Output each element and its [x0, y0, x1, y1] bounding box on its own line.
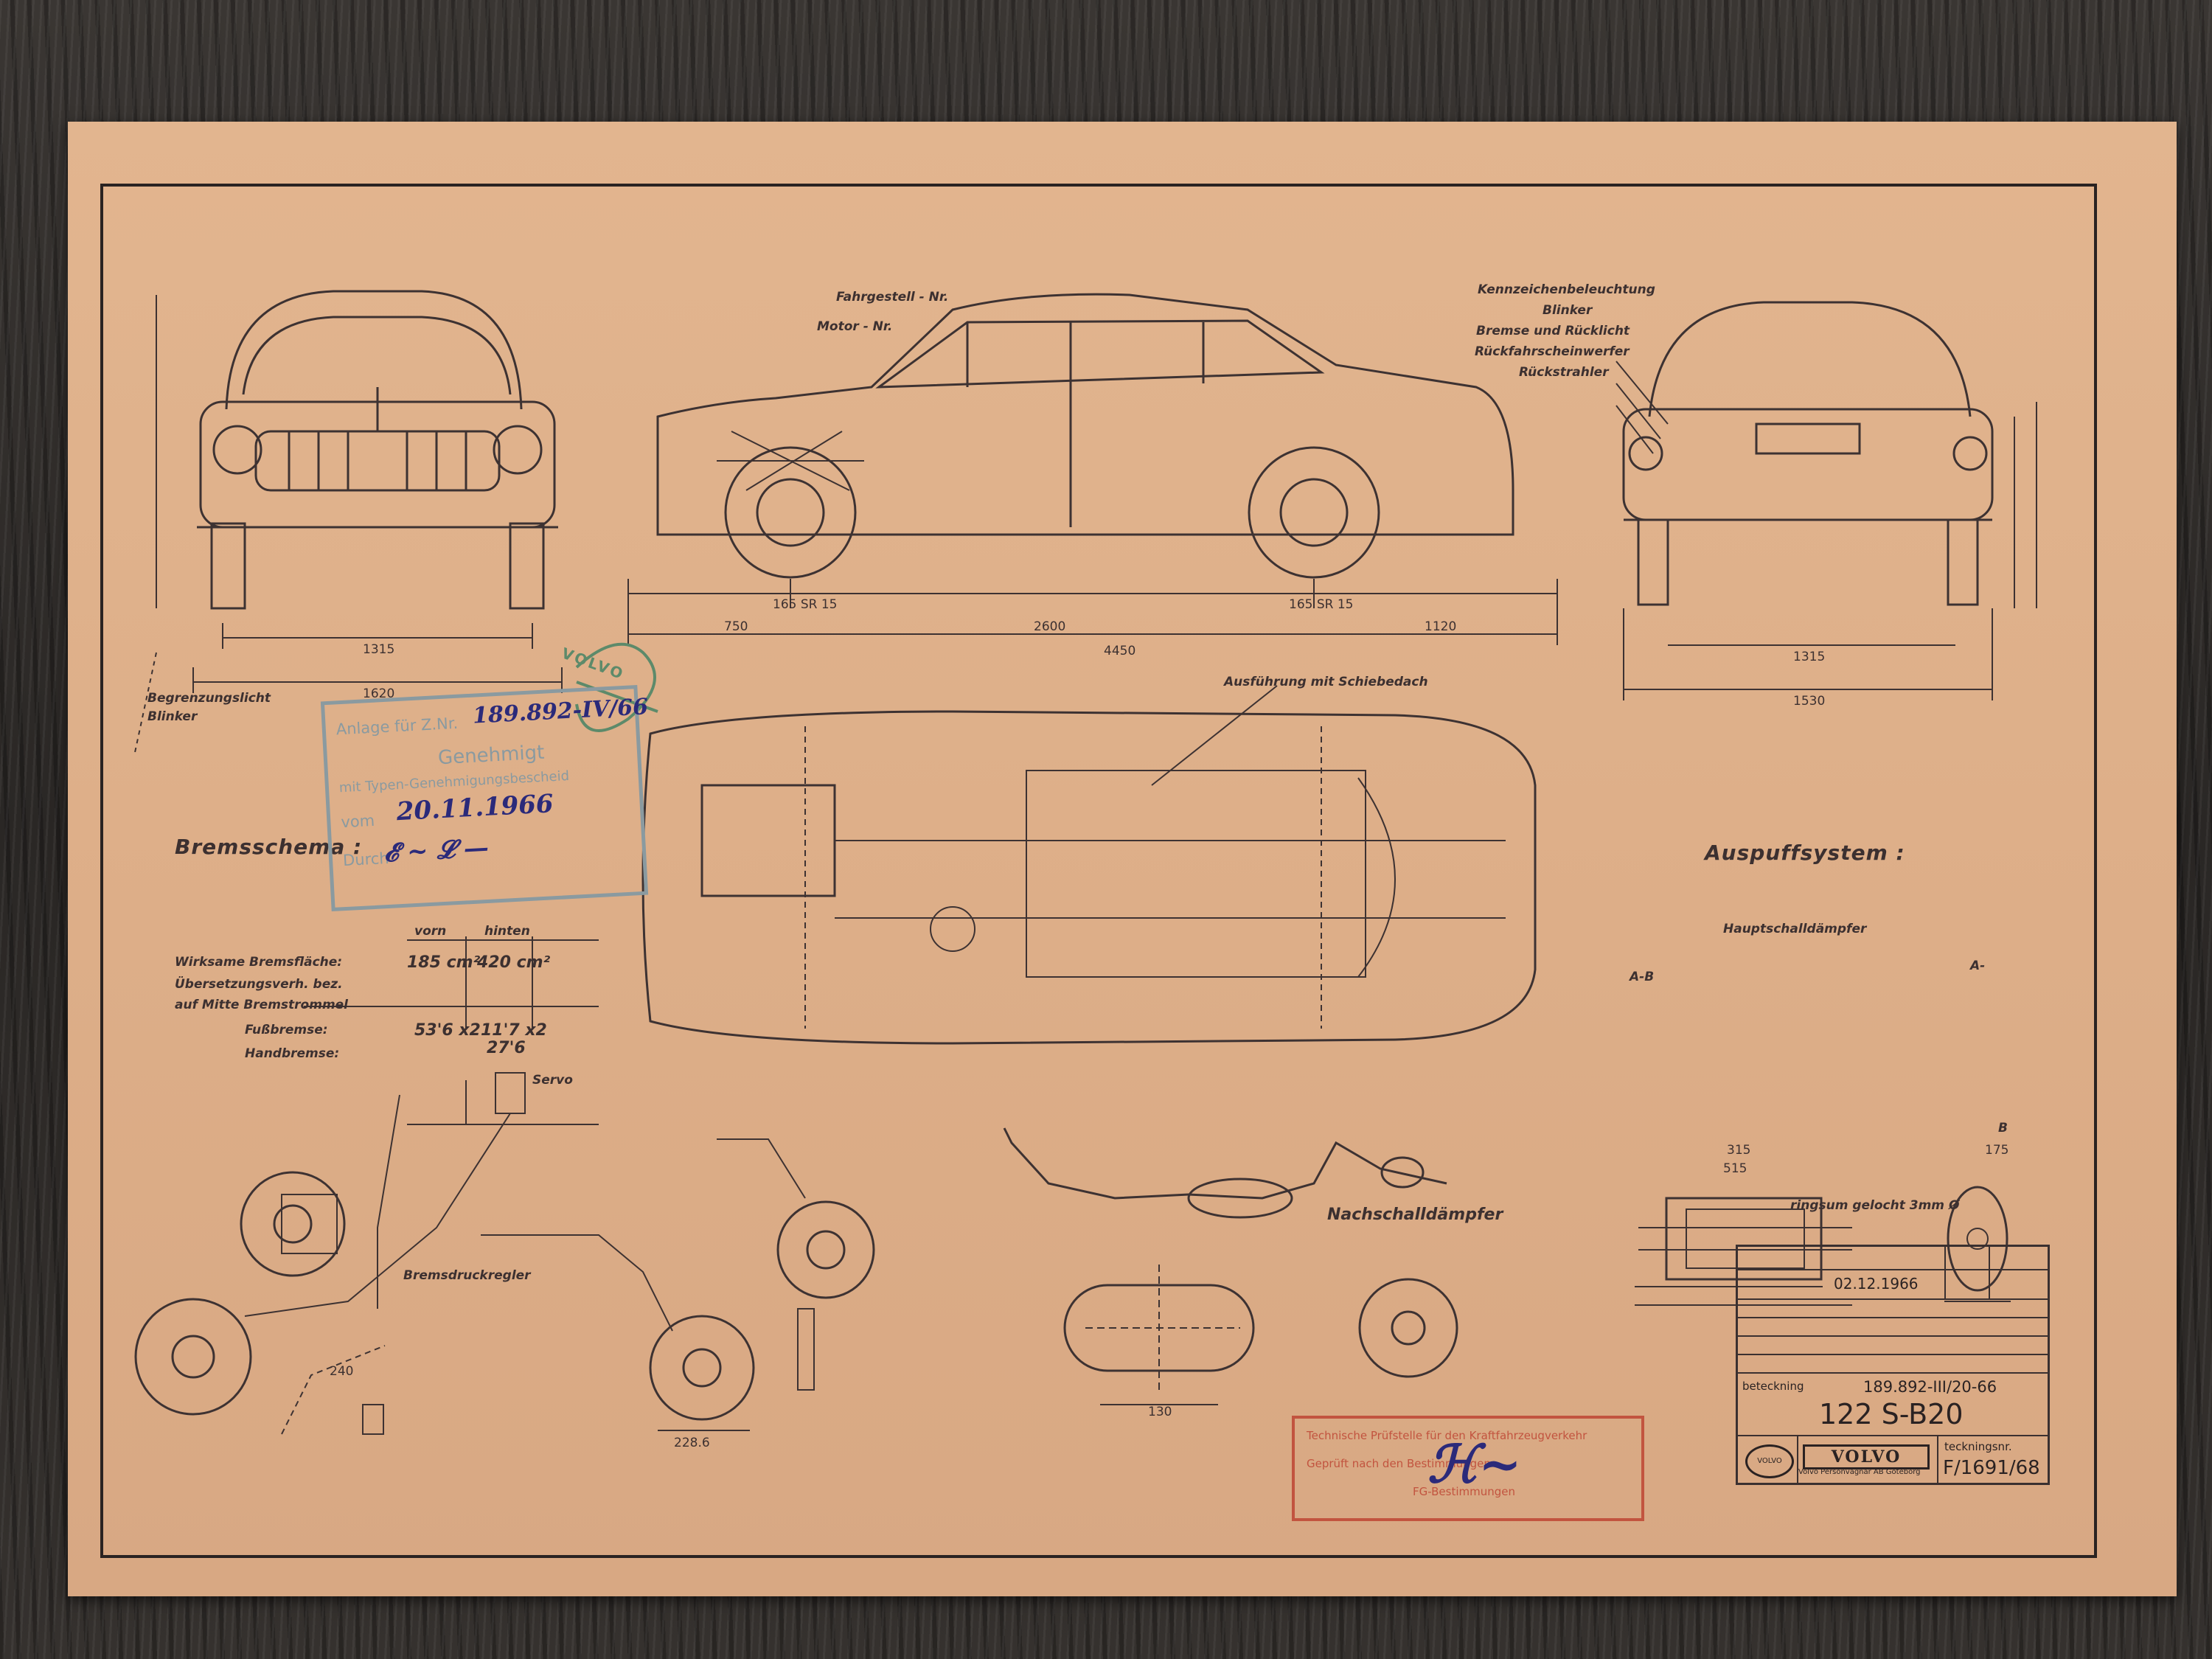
front-tire-label: 165 SR 15 — [773, 597, 838, 612]
front-width-dim: 1620 — [363, 686, 395, 701]
stamp-line-2: Genehmigt — [437, 741, 546, 770]
front-view-drawing — [133, 290, 563, 757]
beteckning-label: beteckning — [1742, 1380, 1804, 1393]
brake-dim-240: 240 — [330, 1364, 354, 1379]
perforation-note: ringsum gelocht 3mm Ø — [1790, 1198, 1960, 1213]
stamp-line-5: Durch — [342, 849, 390, 870]
beteckning-value: 189.892-III/20-66 — [1863, 1378, 1997, 1396]
front-note-1: Begrenzungslicht — [147, 691, 271, 706]
inspection-stamp: Technische Prüfstelle für den Kraftfahrz… — [1292, 1416, 1644, 1521]
front-track-dim: 1315 — [363, 642, 395, 657]
stamp-line-1: Anlage für Z.Nr. — [335, 714, 459, 739]
brake-dim-228: 228.6 — [674, 1436, 710, 1450]
brake-col-front: vorn — [414, 924, 447, 939]
volvo-wordmark: VOLVO — [1803, 1444, 1930, 1470]
sunroof-note: Ausführung mit Schiebedach — [1224, 675, 1428, 689]
company-sub: Volvo Personvagnar AB Göteborg — [1798, 1468, 1921, 1476]
engine-number-callout: Motor - Nr. — [817, 319, 893, 334]
brake-row-rear: 11'7 x2 — [481, 1021, 547, 1040]
drawing-number: F/1691/68 — [1943, 1457, 2040, 1479]
brake-system-drawing — [134, 1072, 875, 1435]
rear-overhang-dim: 1120 — [1425, 619, 1457, 634]
brake-row-rear: 420 cm² — [477, 953, 551, 972]
side-view-drawing — [627, 293, 1558, 645]
section-label-ab: A-B — [1630, 970, 1655, 984]
brake-row-label: Fußbremse: — [245, 1023, 328, 1037]
section-label-a: A- — [1970, 959, 1986, 973]
brake-row-label: Wirksame Bremsfläche: — [175, 955, 343, 970]
front-overhang-dim: 750 — [724, 619, 748, 634]
exhaust-dim-315: 315 — [1727, 1143, 1751, 1158]
title-block: 02.12.1966 beteckning 189.892-III/20-66 … — [1736, 1245, 2050, 1485]
drawing-number-label: teckningsnr. — [1944, 1440, 2012, 1453]
stamp-date-hand: 20.11.1966 — [395, 789, 554, 827]
brake-row-label: auf Mitte Bremstrommel — [175, 998, 349, 1012]
stamp-z-number: 189.892-IV/66 — [472, 694, 649, 729]
rear-callout-2: Blinker — [1543, 303, 1593, 318]
rear-track-dim: 1315 — [1793, 650, 1826, 664]
front-note-2: Blinker — [147, 709, 198, 724]
drawing-frame — [100, 184, 2097, 1558]
exhaust-dim-515: 515 — [1723, 1161, 1747, 1176]
technical-drawings — [133, 290, 2037, 1435]
brake-row-label: Übersetzungsverh. bez. — [175, 977, 343, 992]
brake-row-front: 53'6 x2 — [414, 1021, 481, 1040]
stamp-line-4: vom — [340, 811, 375, 832]
red-stamp-line-3: FG-Bestimmungen — [1413, 1485, 1516, 1498]
main-muffler-label: Hauptschalldämpfer — [1723, 922, 1867, 936]
brake-row-label: Handbremse: — [245, 1046, 340, 1061]
brake-row-rear: 27'6 — [487, 1039, 526, 1057]
blueprint-sheet: 1315 1620 Begrenzungslicht Blinker Fahrg… — [68, 122, 2177, 1596]
servo-label: Servo — [532, 1073, 573, 1088]
model-designation: 122 S-B20 — [1819, 1398, 1964, 1430]
rear-callout-3: Bremse und Rücklicht — [1476, 324, 1630, 338]
stamp-signature: 𝓔 ~ 𝓛 — — [383, 832, 490, 869]
brake-regulator-label: Bremsdruckregler — [403, 1268, 531, 1283]
exhaust-dim-175: 175 — [1985, 1143, 2009, 1158]
rear-callout-4: Rückfahrscheinwerfer — [1475, 344, 1630, 359]
approval-stamp: Anlage für Z.Nr. 189.892-IV/66 Genehmigt… — [320, 684, 649, 912]
exhaust-title: Auspuffsystem : — [1705, 841, 1905, 865]
wheelbase-dim: 2600 — [1034, 619, 1066, 634]
chassis-number-callout: Fahrgestell - Nr. — [836, 290, 949, 305]
volvo-round-logo: VOLVO — [1745, 1444, 1794, 1478]
rear-callout-1: Kennzeichenbeleuchtung — [1478, 282, 1655, 297]
chassis-top-view-drawing — [641, 685, 1537, 1045]
rear-tire-label: 165 SR 15 — [1289, 597, 1354, 612]
section-label-b: B — [1998, 1121, 2008, 1135]
volvo-logo-stamp — [575, 642, 658, 732]
red-stamp-line-2: Geprüft nach den Bestimmungen — [1307, 1457, 1491, 1470]
rear-callout-5: Rückstrahler — [1519, 365, 1609, 380]
brake-row-front: 185 cm² — [407, 953, 481, 972]
overall-length-dim: 4450 — [1104, 644, 1136, 658]
brake-col-rear: hinten — [484, 924, 530, 939]
exhaust-drawing — [1003, 1127, 2011, 1405]
brake-scheme-title: Bremsschema : — [175, 835, 363, 859]
red-stamp-signature: ℋ~ — [1427, 1433, 1522, 1495]
rear-width-dim: 1530 — [1793, 694, 1826, 709]
rear-muffler-label: Nachschalldämpfer — [1327, 1206, 1503, 1224]
red-stamp-line-1: Technische Prüfstelle für den Kraftfahrz… — [1307, 1429, 1587, 1442]
rear-view-drawing — [1615, 301, 2037, 700]
drawing-date: 02.12.1966 — [1834, 1275, 1919, 1293]
exhaust-dim-130: 130 — [1148, 1405, 1172, 1419]
